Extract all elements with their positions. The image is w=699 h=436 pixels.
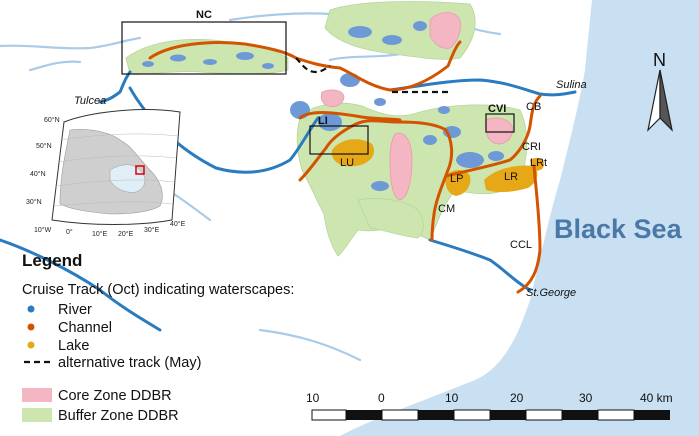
scale-label-30: 30 <box>579 391 593 405</box>
label-sulina: Sulina <box>556 79 587 91</box>
inset-map <box>51 109 181 225</box>
label-ccl: CCL <box>510 239 532 251</box>
label-nc: NC <box>196 9 212 21</box>
channel-cvi <box>444 94 542 178</box>
river-sulina-main <box>388 78 577 97</box>
inset-lon-10e: 10°E <box>92 230 108 238</box>
label-lp: LP <box>450 173 463 185</box>
legend-river-label: River <box>58 302 92 318</box>
legend-buffer-label: Buffer Zone DDBR <box>58 408 179 424</box>
lake-lp-shape <box>445 170 471 196</box>
label-cm: CM <box>438 203 455 215</box>
inset-lat-40: 40°N <box>30 170 46 178</box>
inset-lon-10w: 10°W <box>34 226 52 234</box>
lake-lr-shape <box>484 165 538 193</box>
scale-label-40: 40 km <box>640 391 673 405</box>
scale-label-10-left: 10 <box>306 391 320 405</box>
cvi-box <box>485 113 515 133</box>
legend-channel-label: Channel <box>58 320 112 336</box>
scale-label-0: 0 <box>378 391 385 405</box>
buffer-zone-nc <box>125 39 289 75</box>
label-lr: LR <box>504 171 518 183</box>
core-zone-cvi <box>485 117 513 145</box>
legend-alt-track-label: alternative track (May) <box>58 355 201 371</box>
scale-label-20: 20 <box>510 391 524 405</box>
inset-lon-20e: 20°E <box>118 230 134 238</box>
channel-track <box>148 40 542 294</box>
inset-lat-50: 50°N <box>36 142 52 150</box>
north-label: N <box>653 50 666 70</box>
label-lu: LU <box>340 157 354 169</box>
core-zone-west <box>320 89 345 107</box>
label-tulcea: Tulcea <box>74 95 106 107</box>
label-lrt: LRt <box>530 157 547 169</box>
channel-ccl <box>516 164 542 294</box>
legend-core-swatch <box>22 388 52 402</box>
buffer-zone-south <box>357 198 424 239</box>
legend: Legend Cruise Track (Oct) indicating wat… <box>22 251 294 424</box>
label-cri: CRI <box>522 141 541 153</box>
core-zone-central <box>389 132 413 201</box>
cruise-lakes <box>331 139 544 196</box>
black-sea-water <box>340 0 699 436</box>
legend-subtitle: Cruise Track (Oct) indicating waterscape… <box>22 282 294 298</box>
inset-lon-40e: 40°E <box>170 220 186 228</box>
inset-study-area <box>135 165 145 175</box>
legend-channel-dot <box>27 323 35 331</box>
river-sulina-branch <box>98 70 132 104</box>
inset-lat-30: 30°N <box>26 198 42 206</box>
inset-lon-0: 0° <box>66 228 73 236</box>
legend-buffer-swatch <box>22 408 52 422</box>
label-st-george: St.George <box>526 287 576 299</box>
inset-lon-30e: 30°E <box>144 226 160 234</box>
legend-lake-label: Lake <box>58 338 89 354</box>
lake-lu-shape <box>331 139 375 167</box>
label-cvi: CVI <box>488 103 506 115</box>
core-zone-north <box>429 12 461 49</box>
river-tulcea-south <box>0 238 162 332</box>
river-st-george-lower <box>428 238 532 292</box>
legend-title: Legend <box>22 251 82 270</box>
label-cb: CB <box>526 101 541 113</box>
scale-label-10: 10 <box>445 391 459 405</box>
label-black-sea: Black Sea <box>554 214 683 244</box>
label-li: LI <box>318 115 328 127</box>
north-arrow <box>647 69 673 132</box>
nc-box <box>121 21 287 75</box>
legend-lake-dot <box>27 341 35 349</box>
channel-nc <box>148 41 342 70</box>
channel-west <box>298 119 454 242</box>
inset-lat-60: 60°N <box>44 116 60 124</box>
legend-river-dot <box>27 305 35 313</box>
legend-core-label: Core Zone DDBR <box>58 388 172 404</box>
li-box <box>309 125 369 155</box>
channel-north-loop <box>338 40 462 92</box>
channel-central-loop <box>298 111 402 122</box>
core-zones <box>320 12 513 201</box>
alternative-track <box>295 57 448 94</box>
scale-bar <box>311 409 670 421</box>
